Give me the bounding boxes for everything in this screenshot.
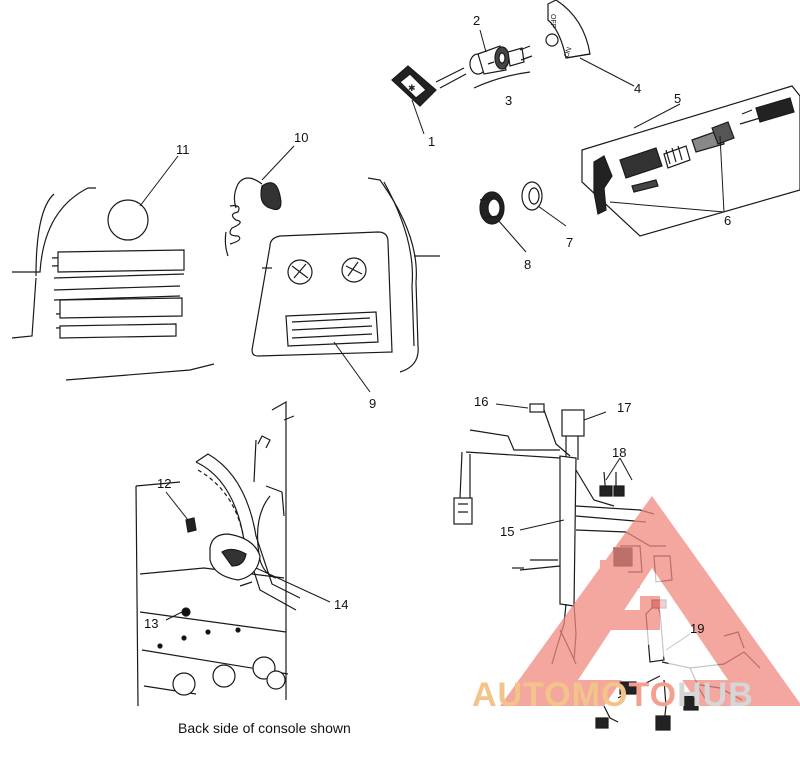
leader-lines <box>139 29 725 651</box>
console-back-side <box>135 400 301 707</box>
callout-14: 14 <box>334 597 349 612</box>
ignition-switch <box>469 45 533 89</box>
console-cover <box>11 177 440 381</box>
callout-7: 7 <box>566 235 574 250</box>
callout-17: 17 <box>617 400 632 415</box>
callout-15: 15 <box>500 524 515 539</box>
callout-12: 12 <box>157 476 172 491</box>
decal-off-label: OFF <box>549 14 556 28</box>
switch-cover-plate: ✱ <box>391 65 467 107</box>
callout-5: 5 <box>674 91 682 106</box>
callout-2: 2 <box>473 13 481 28</box>
callout-6: 6 <box>724 213 732 228</box>
watermark-part-3: HUB <box>677 676 754 714</box>
bushing <box>479 191 505 225</box>
callout-10: 10 <box>294 130 309 145</box>
callout-9: 9 <box>369 396 377 411</box>
callout-18: 18 <box>612 445 627 460</box>
callout-16: 16 <box>474 394 489 409</box>
callout-11: 11 <box>176 142 190 157</box>
callout-19: 19 <box>690 621 705 636</box>
callout-3: 3 <box>505 93 513 108</box>
watermark-text: AUTOMOTOHUB <box>472 676 754 715</box>
decal-on-label: ON <box>563 46 573 58</box>
console-panel <box>251 231 393 357</box>
tether-cord <box>224 177 282 257</box>
callout-4: 4 <box>634 81 642 96</box>
watermark-part-1: AUTOMO <box>472 676 629 714</box>
callout-13: 13 <box>144 616 159 631</box>
diagram-caption: Back side of console shown <box>178 720 351 736</box>
svg-text:✱: ✱ <box>408 83 416 93</box>
watermark-logo <box>500 496 800 706</box>
throttle-assembly <box>581 85 800 237</box>
callout-1: 1 <box>428 134 436 149</box>
on-off-decal <box>545 0 591 59</box>
watermark-part-2: TO <box>628 676 678 714</box>
washer <box>521 181 543 211</box>
callout-8: 8 <box>524 257 532 272</box>
